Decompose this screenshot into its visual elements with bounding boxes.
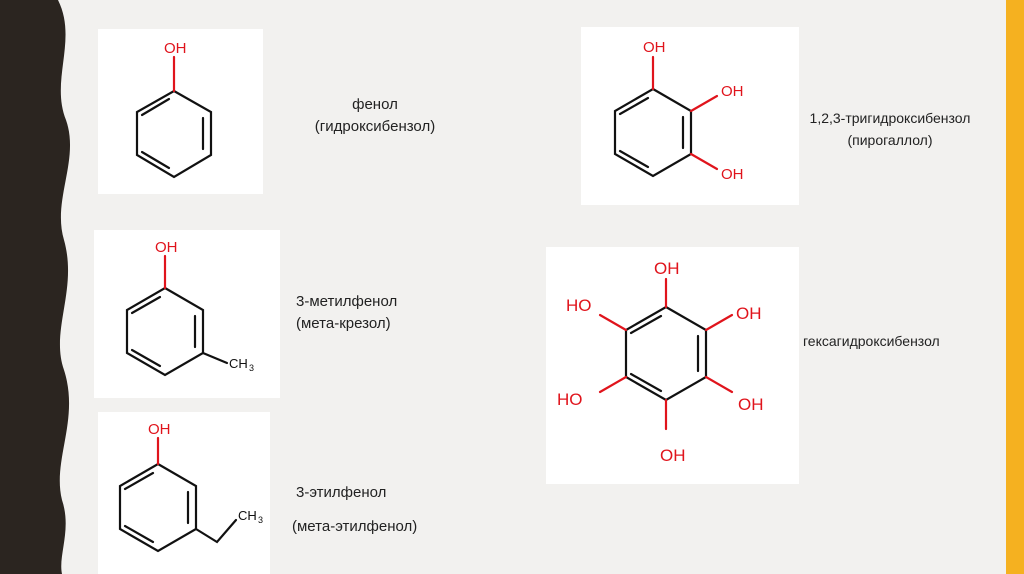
hydroxyl-label: OH xyxy=(736,304,762,323)
compound-alt-name: (мета-этилфенол) xyxy=(292,518,418,535)
compound-name: гексагидроксибензол xyxy=(803,333,940,349)
phenol-structure-card: OH xyxy=(98,29,263,194)
hexahydroxybenzene-structure: OH OH OH OH HO HO xyxy=(557,259,764,465)
right-accent-bar xyxy=(1006,0,1024,574)
pyrogallol-caption: 1,2,3-тригидроксибензол (пирогаллол) xyxy=(797,107,983,151)
left-decorative-band xyxy=(0,0,71,574)
compound-name: 1,2,3-тригидроксибензол xyxy=(809,110,971,126)
compound-alt-name: (пирогаллол) xyxy=(847,132,933,148)
methyl-subscript: 3 xyxy=(258,515,263,525)
hexahydroxybenzene-structure-card: OH OH OH OH HO HO xyxy=(546,247,799,484)
m-cresol-structure: OH CH 3 xyxy=(125,239,254,377)
pyrogallol-structure-card: OH OH OH xyxy=(581,27,799,205)
m-cresol-structure-card: OH CH 3 xyxy=(94,230,280,398)
m-cresol-caption: 3-метилфенол (мета-крезол) xyxy=(296,291,466,335)
hydroxyl-label: OH xyxy=(721,83,744,100)
m-ethylphenol-caption: 3-этилфенол (мета-этилфенол) xyxy=(292,476,462,544)
hydroxyl-label: OH xyxy=(643,39,666,56)
hydroxyl-label: HO xyxy=(557,390,583,409)
m-ethylphenol-structure-card: OH CH 3 xyxy=(98,412,270,574)
hydroxyl-label: OH xyxy=(660,446,686,465)
m-ethylphenol-structure: OH CH 3 xyxy=(118,421,263,553)
hydroxyl-label: OH xyxy=(721,166,744,183)
hydroxyl-label: OH xyxy=(148,421,171,438)
hexahydroxybenzene-caption: гексагидроксибензол xyxy=(803,330,989,352)
compound-alt-name: (гидроксибензол) xyxy=(314,118,436,135)
methyl-label: CH xyxy=(229,356,248,371)
hydroxyl-label: OH xyxy=(738,395,764,414)
hydroxyl-label: OH xyxy=(654,259,680,278)
phenol-caption: фенол (гидроксибензол) xyxy=(290,94,460,138)
compound-name: 3-этилфенол xyxy=(296,484,387,501)
phenol-structure: OH xyxy=(135,40,213,179)
hydroxyl-label: OH xyxy=(164,40,187,57)
methyl-label: CH xyxy=(238,508,257,523)
methyl-subscript: 3 xyxy=(249,363,254,373)
pyrogallol-structure: OH OH OH xyxy=(613,39,744,183)
compound-name: фенол xyxy=(352,96,398,113)
hydroxyl-label: HO xyxy=(566,296,592,315)
compound-name: 3-метилфенол xyxy=(296,293,398,310)
hydroxyl-label: OH xyxy=(155,239,178,256)
compound-alt-name: (мета-крезол) xyxy=(296,315,391,332)
